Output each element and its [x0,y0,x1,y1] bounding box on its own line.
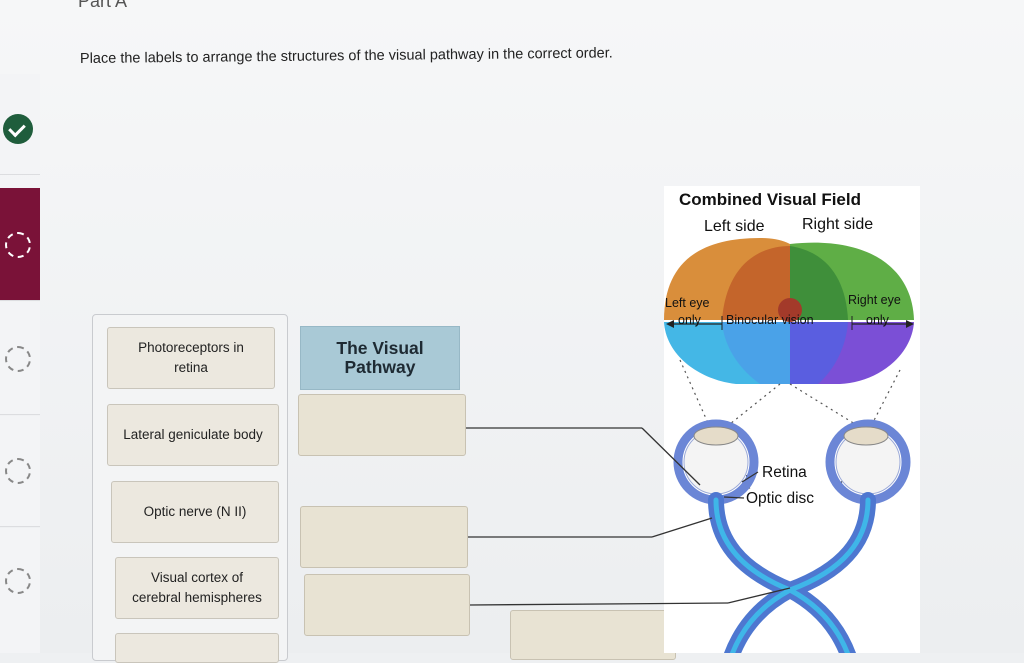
draggable-label-lateral-geniculate[interactable]: Lateral geniculate body [107,404,279,466]
drop-slot-2[interactable] [300,506,468,568]
right-eye-label: Right eye [848,293,901,307]
draggable-label-optic-nerve[interactable]: Optic nerve (N II) [111,481,279,543]
arrowhead-right [906,320,914,328]
part-header: Part A [78,0,128,11]
dashed-circle-icon [5,346,31,372]
dashed-circle-icon [5,458,31,484]
drop-slot-1[interactable] [298,394,466,456]
retina-label: Retina [762,464,807,481]
rail-item-5[interactable] [0,528,40,653]
left-side-label: Left side [704,218,765,235]
left-eye [673,419,759,505]
optic-disc-label: Optic disc [746,490,815,507]
optic-nerve-highlights [713,497,871,653]
pathway-title: The Visual Pathway [300,326,460,390]
dashed-circle-icon [5,568,31,594]
arrowhead-left [666,320,674,328]
drop-slot-3[interactable] [304,574,470,636]
drop-slot-4[interactable] [510,610,676,660]
check-complete-icon [3,114,33,144]
binocular-lower-right [790,322,848,384]
rail-item-3[interactable] [0,302,40,415]
fixation-point [778,298,802,322]
rail-item-1[interactable] [0,74,40,175]
right-side-label: Right side [802,216,874,233]
draggable-label-photoreceptors[interactable]: Photoreceptors in retina [107,327,275,389]
right-only-label: only [866,313,889,327]
rail-item-4[interactable] [0,416,40,527]
overlap-right-shape [790,246,848,320]
dashed-circle-icon [5,232,31,258]
overlap-left-shape [722,246,790,320]
left-only-label: only [678,313,701,327]
binocular-label: Binocular vision [726,313,814,327]
left-eye-label: Left eye [665,296,710,310]
draggable-label-visual-cortex[interactable]: Visual cortex of cerebral hemispheres [115,557,279,619]
label-bank: Photoreceptors in retina Lateral genicul… [92,314,288,663]
diagram-title: Combined Visual Field [679,190,861,209]
connector-lines [466,427,791,606]
question-progress-rail [0,44,42,653]
right-eye [825,419,911,505]
binocular-lower-left [722,322,790,384]
rail-item-2[interactable] [0,188,40,301]
